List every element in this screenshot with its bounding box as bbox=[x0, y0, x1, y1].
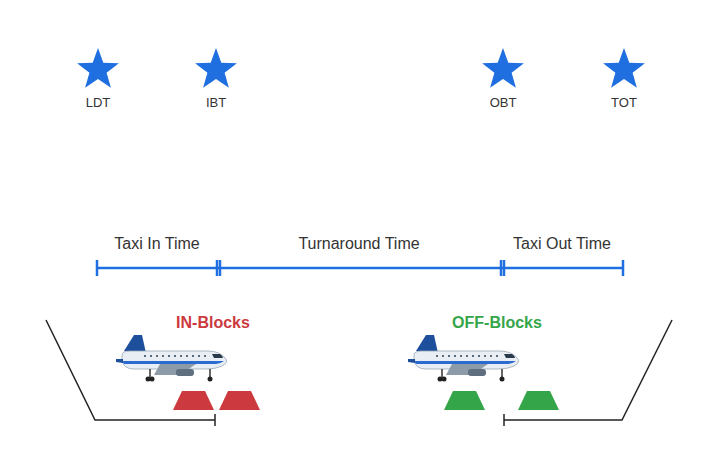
event-code: LDT bbox=[86, 95, 111, 111]
timeline bbox=[97, 260, 623, 276]
event-code: OBT bbox=[490, 95, 517, 111]
interval-label: Taxi In Time bbox=[114, 234, 199, 253]
interval-label: Taxi Out Time bbox=[513, 234, 611, 253]
block-state-label: OFF-Blocks bbox=[452, 313, 542, 332]
airplane bbox=[116, 335, 227, 382]
airplane bbox=[408, 335, 519, 382]
event-code: IBT bbox=[206, 95, 226, 111]
wheel-chocks bbox=[173, 391, 559, 410]
block-state-label: IN-Blocks bbox=[176, 313, 250, 332]
interval-label: Turnaround Time bbox=[298, 234, 419, 253]
event-code: TOT bbox=[611, 95, 637, 111]
event-stars bbox=[77, 48, 645, 88]
ground-lines bbox=[46, 320, 672, 426]
